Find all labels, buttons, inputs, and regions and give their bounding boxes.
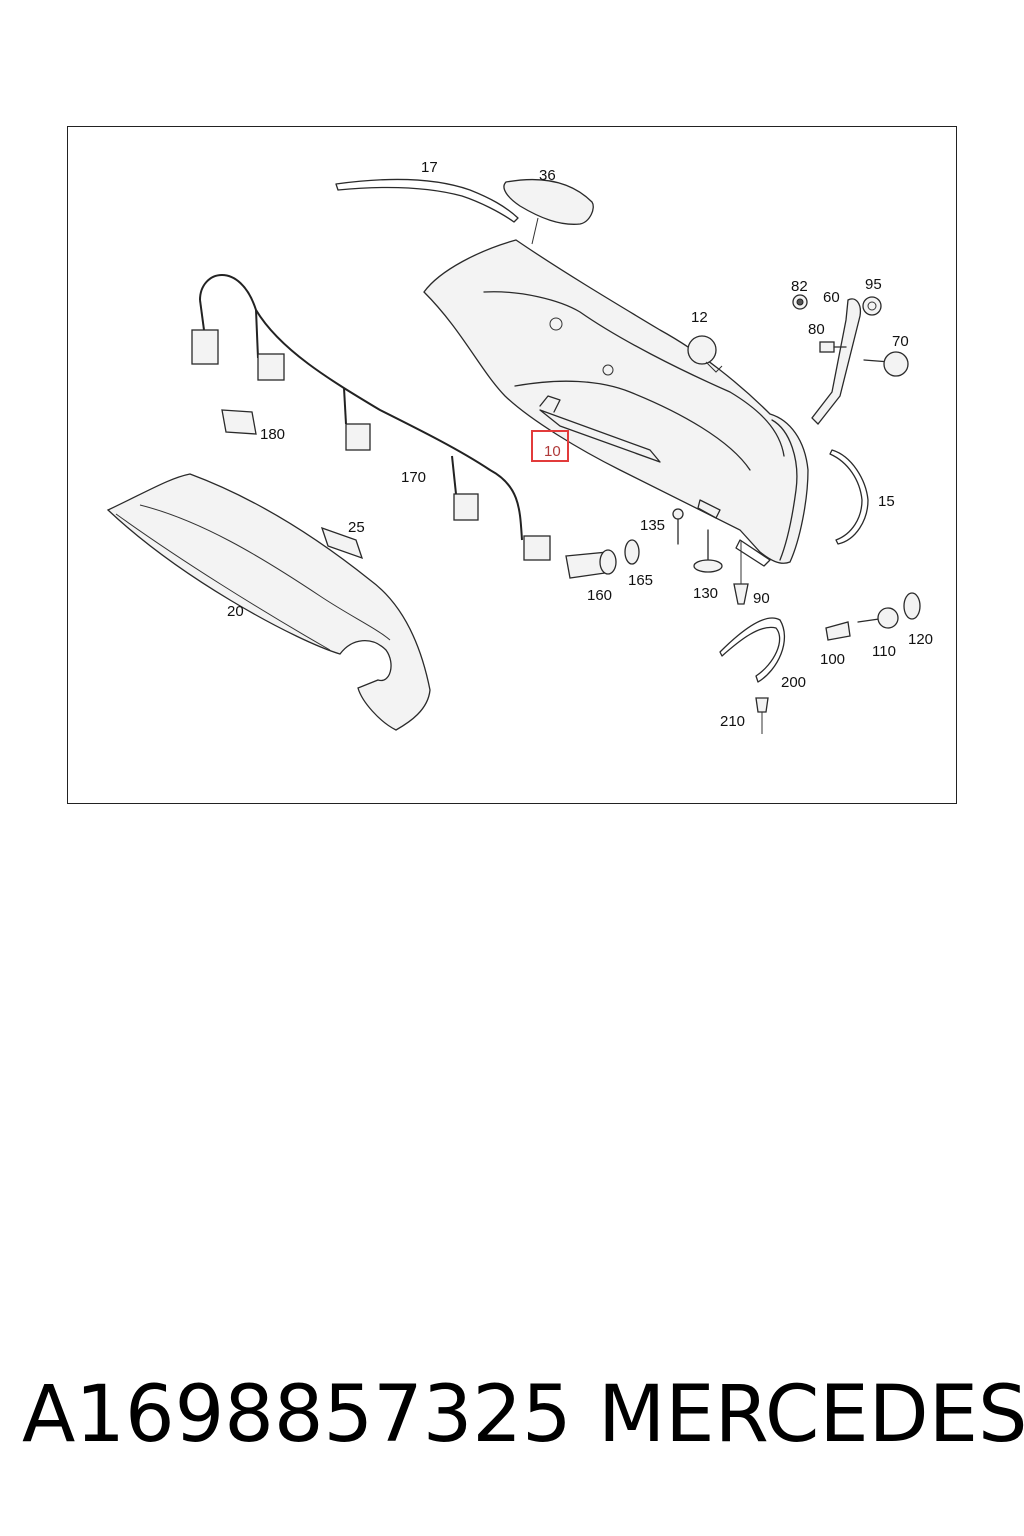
callout-25: 25: [348, 519, 365, 536]
diagram-frame: [67, 126, 957, 804]
bracket-200: [719, 617, 786, 683]
trim-strip-17: [335, 178, 519, 223]
callout-110: 110: [872, 643, 896, 660]
callout-200: 200: [781, 674, 806, 691]
callout-60: 60: [823, 289, 840, 306]
reflector-36: [503, 178, 594, 225]
clip-210: [755, 697, 769, 713]
footer-caption: A1698857325 MERCEDES: [0, 1370, 1024, 1470]
callout-80: 80: [808, 321, 825, 338]
callout-95: 95: [865, 276, 882, 293]
wiring-harness-170: [191, 274, 551, 561]
callout-17: 17: [421, 159, 438, 176]
callout-20: 20: [227, 603, 244, 620]
callout-135: 135: [640, 517, 665, 534]
fasteners-right-lower: [825, 592, 921, 641]
callout-120: 120: [908, 631, 933, 648]
callout-82: 82: [791, 278, 808, 295]
rear-bumper-exploded-diagram: 17 36 82 95 60 80 70 12 180 10 170 15 25…: [106, 159, 933, 734]
callout-210: 210: [720, 713, 745, 730]
bracket-25: [320, 526, 364, 560]
callout-36: 36: [539, 167, 556, 184]
sensor-ring-165: [624, 539, 640, 565]
callout-160: 160: [587, 587, 612, 604]
tow-hook-cover-12: [687, 335, 723, 373]
callout-90: 90: [753, 590, 770, 607]
diffuser-20: [106, 473, 431, 731]
callout-15: 15: [878, 493, 895, 510]
callout-165: 165: [628, 572, 653, 589]
callout-170: 170: [401, 469, 426, 486]
trim-strip-15: [829, 449, 869, 545]
callout-100: 100: [820, 651, 845, 668]
callout-10: 10: [544, 443, 561, 460]
part-number: A1698857325: [22, 1370, 572, 1460]
bumper-cover-10: [423, 239, 809, 567]
parking-sensor-160: [565, 549, 617, 579]
fasteners-center-lower: [672, 508, 749, 605]
callout-12: 12: [691, 309, 708, 326]
callout-130: 130: [693, 585, 718, 602]
fasteners-right-upper: [792, 294, 909, 425]
callout-180: 180: [260, 426, 285, 443]
callout-70: 70: [892, 333, 909, 350]
brand-name: MERCEDES: [598, 1370, 1024, 1460]
highlight-box-10: [531, 430, 569, 462]
